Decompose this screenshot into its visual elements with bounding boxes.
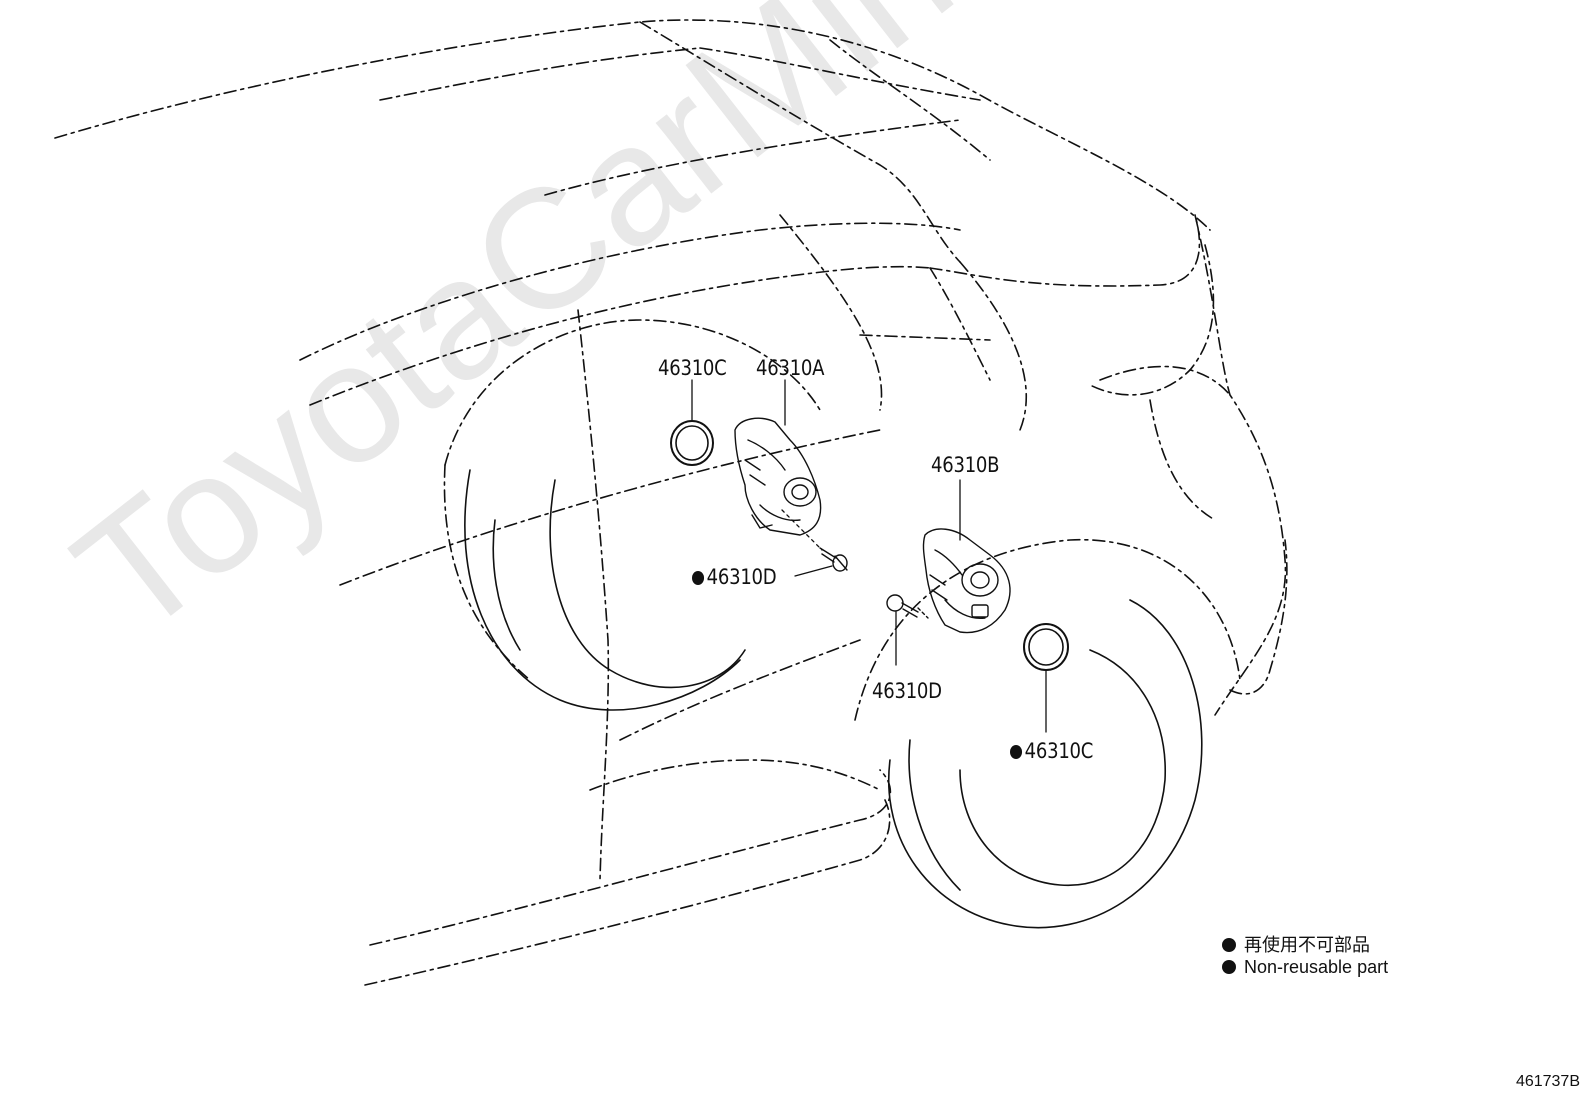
callout-46310d-left-text: 46310D [706, 565, 777, 589]
rear-wheel [888, 599, 1203, 929]
actuator-b [922, 528, 1011, 634]
legend-japanese: 再使用不可部品 [1222, 931, 1370, 957]
bolt-left [819, 547, 848, 572]
seal-ring-bottom [1023, 623, 1069, 671]
actuator-a [734, 417, 822, 536]
callout-46310d-bottom: 46310D [872, 679, 942, 703]
callout-46310d-left: 46310D [692, 565, 777, 589]
legend-english: Non-reusable part [1222, 957, 1388, 978]
callout-46310c-bottom-text: 46310C [1024, 739, 1094, 763]
callout-46310b: 46310B [931, 453, 1000, 477]
non-reusable-dot-icon [1010, 745, 1023, 759]
callout-46310c-bottom: 46310C [1010, 739, 1093, 763]
legend-dot-icon [1222, 960, 1236, 974]
legend-dot-icon [1222, 938, 1236, 952]
front-wheel [464, 469, 746, 711]
non-reusable-dot-icon [692, 571, 705, 585]
legend-english-text: Non-reusable part [1244, 957, 1389, 977]
leader-lines [691, 379, 1047, 733]
seal-ring-top [670, 420, 714, 466]
callout-46310c-top: 46310C [658, 356, 727, 380]
bolt-bottom [886, 594, 929, 619]
callout-46310a: 46310A [756, 356, 825, 380]
body-outline [54, 19, 1288, 986]
legend-japanese-text: 再使用不可部品 [1244, 935, 1370, 955]
figure-id: 461737B [1515, 1073, 1580, 1090]
